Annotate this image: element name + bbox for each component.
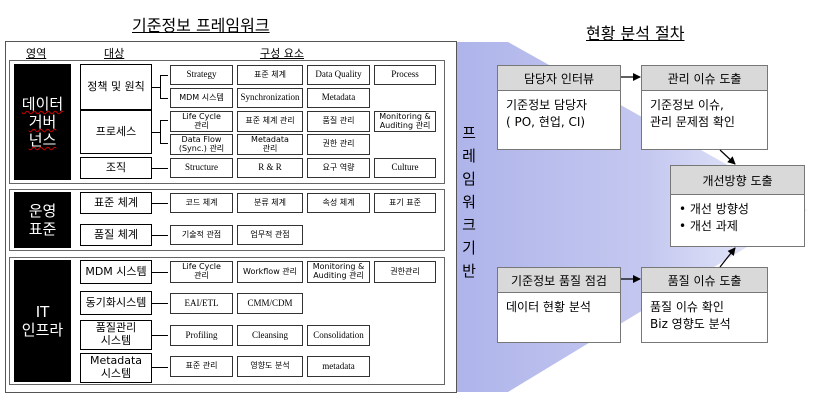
cell-mdm-system: MDM 시스템 [170,88,233,108]
cell-monitoring-auditing: Monitoring & Auditing 관리 [374,111,436,132]
cell-synchronization: Synchronization [237,88,303,108]
target-sync-system: 동기화시스템 [80,291,152,315]
process-quality-check: 기준정보 품질 점검 데이터 현황 분석 [497,267,621,343]
process-improve-title: 개선방향 도출 [671,166,804,195]
domain-operation: 운영 표준 [14,192,71,248]
target-std-system: 표준 체계 [80,192,152,214]
domain-infra: IT 인프라 [14,260,71,382]
process-quality-issue-title: 품질 이슈 도출 [642,268,767,293]
cell-process: Process [374,65,436,85]
connector-policy-vertical [160,75,161,98]
cell-cmm-cdm: CMM/CDM [237,293,303,314]
process-interview-title: 담당자 인터뷰 [498,66,620,91]
target-org: 조직 [80,157,152,179]
arrow-quality-issue-to-improve [719,247,736,268]
connector-process-bottom [160,143,168,144]
domain-operation-label: 운영 표준 [28,202,57,238]
domain-governance-label: 데이터 거버 넌스 [21,95,64,149]
cell-notation-std: 표기 표준 [374,193,436,213]
header-target: 대상 [104,47,125,60]
cell-metadata: Metadata [307,88,370,108]
cell-impact-analysis: 영향도 분석 [237,356,303,377]
cell-technical-view: 기술적 관점 [170,225,233,245]
process-issue-title: 관리 이슈 도출 [642,66,767,91]
target-qm-system: 품질관리 시스템 [80,320,152,350]
process-interview-body: 기준정보 담당자 ( PO, 현업, CI) [506,98,588,129]
connector-policy-bottom [160,98,168,99]
framework-vertical-label: 프 레 임 워 크 기 반 [462,124,476,280]
cell-monitoring-auditing-2: Monitoring & Auditing 관리 [307,261,370,283]
connector-quality-system [152,235,168,236]
cell-consolidation: Consolidation [307,325,370,346]
cell-metadata-lower: metadata [307,356,370,377]
right-title: 현황 분석 절차 [586,24,685,43]
cell-profiling: Profiling [170,325,233,346]
domain-infra-label: IT 인프라 [21,303,64,339]
process-improve: 개선방향 도출 • 개선 방향성 • 개선 과제 [670,165,805,247]
cell-std-system-mgmt: 표준 체계 관리 [237,111,303,132]
process-improve-body: • 개선 방향성 • 개선 과제 [679,202,749,233]
cell-metadata-mgmt: Metadata 관리 [237,134,303,155]
target-policy: 정책 및 원칙 [80,64,152,110]
domain-governance: 데이터 거버 넌스 [14,64,71,180]
left-title: 기준정보 프레임워크 [132,16,270,35]
arrow-issue-to-improve [719,149,736,165]
connector-sync-system [152,303,168,304]
connector-process-top [160,120,168,121]
process-quality-check-title: 기준정보 품질 점검 [498,268,620,293]
target-meta-system: Metadata 시스템 [80,353,152,383]
cell-code-system: 코드 체계 [170,193,233,213]
cell-culture: Culture [374,158,436,178]
target-process: 프로세스 [80,110,152,154]
connector-qm-system [152,335,168,336]
connector-std-system [152,203,168,204]
process-issue-body: 기준정보 이슈, 관리 문제점 확인 [650,98,735,129]
header-area: 영역 [26,47,47,60]
process-issue: 관리 이슈 도출 기준정보 이슈, 관리 문제점 확인 [641,65,768,150]
target-quality-system: 품질 체계 [80,224,152,246]
cell-classification-system: 분류 체계 [237,193,303,213]
process-quality-issue: 품질 이슈 도출 품질 이슈 확인 Biz 영향도 분석 [641,267,768,343]
cell-required-capability: 요구 역량 [307,158,370,178]
connector-org [152,168,168,169]
cell-structure: Structure [170,158,233,178]
cell-business-view: 업무적 관점 [237,225,303,245]
connector-meta-system [152,367,168,368]
connector-mdm-system [152,272,168,273]
cell-cleansing: Cleansing [237,325,303,346]
cell-strategy: Strategy [170,65,233,85]
cell-r-and-r: R & R [237,158,303,178]
cell-eai-etl: EAI/ETL [170,293,233,314]
cell-life-cycle-mgmt-2: Life Cycle 관리 [170,261,233,283]
target-mdm-system: MDM 시스템 [80,260,152,284]
cell-data-quality: Data Quality [307,65,370,85]
cell-attribute-system: 속성 체계 [307,193,370,213]
connector-process-stem [152,132,160,133]
cell-std-mgmt: 표준 관리 [170,356,233,377]
cell-workflow-mgmt: Workflow 관리 [237,261,303,283]
cell-std-system: 표준 체계 [237,65,303,85]
process-interview: 담당자 인터뷰 기준정보 담당자 ( PO, 현업, CI) [497,65,621,150]
header-components: 구성 요소 [260,47,304,60]
cell-quality-mgmt: 품질 관리 [307,111,370,132]
cell-data-flow-mgmt: Data Flow (Sync.) 관리 [170,134,233,155]
process-quality-check-body: 데이터 현황 분석 [506,300,591,314]
connector-policy-top [160,75,168,76]
process-quality-issue-body: 품질 이슈 확인 Biz 영향도 분석 [650,300,731,331]
cell-authority-mgmt-2: 권한관리 [374,261,436,283]
connector-process-vertical [160,120,161,143]
connector-policy-stem [152,87,160,88]
cell-life-cycle-mgmt: Life Cycle 관리 [170,111,233,132]
cell-authority-mgmt: 권한 관리 [307,134,370,155]
